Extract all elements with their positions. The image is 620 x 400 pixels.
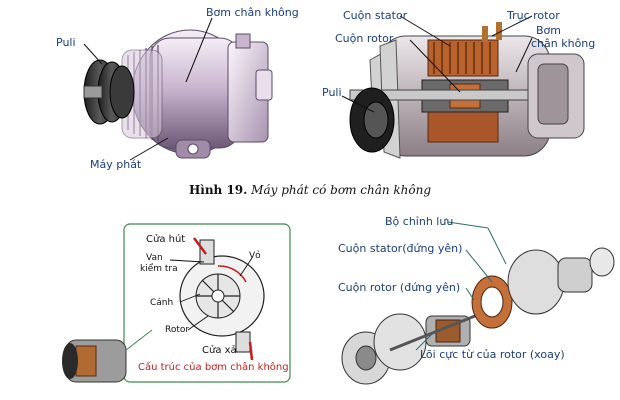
- label-rotor-coil-top-right: Cuộn rotor: [335, 32, 394, 45]
- label-rectifier: Bộ chỉnh lưu: [385, 215, 454, 228]
- label-vane: Cánh: [150, 298, 174, 308]
- vacuum-pump-structure-illustration: [62, 223, 291, 383]
- vacuum-pump-structure-title: Cấu trúc của bơm chân không: [138, 362, 289, 373]
- figure-caption: Hình 19. Máy phát có bơm chân không: [0, 183, 620, 197]
- label-discharge-port: Cửa xả: [202, 345, 237, 356]
- alternator-cutaway-illustration: [341, 15, 585, 159]
- label-rotor: Rotor: [165, 325, 190, 335]
- figure-caption-number: Hình 19.: [188, 183, 248, 197]
- label-suction-port: Cửa hút: [146, 234, 186, 245]
- label-check-valve-line2: kiểm tra: [140, 264, 178, 274]
- label-pulley-top-right: Puli: [322, 86, 342, 99]
- label-pulley-top-left: Puli: [56, 36, 76, 49]
- alternator-exploded-illustration: [341, 221, 615, 385]
- label-stator-top-right: Cuộn stator: [343, 9, 408, 22]
- label-housing: Vỏ: [249, 251, 261, 261]
- label-vacuum-pump-top-right-line2: chân không: [531, 37, 596, 50]
- label-vacuum-pump-top-right-line1: Bơm: [536, 24, 561, 37]
- label-check-valve-line1: Van: [146, 253, 163, 263]
- alternator-external-illustration: [83, 17, 273, 161]
- label-rotor-stationary: Cuộn rotor (đứng yên): [338, 281, 461, 294]
- label-vacuum-pump-top-left: Bơm chân không: [206, 6, 299, 19]
- label-rotor-core-rotating: Lõi cực từ của rotor (xoay): [420, 348, 565, 361]
- label-stator-stationary: Cuộn stator(đứng yên): [338, 242, 463, 255]
- label-generator: Máy phát: [90, 158, 142, 171]
- label-rotor-shaft: Trục rotor: [507, 9, 560, 22]
- figure-caption-text: Máy phát có bơm chân không: [251, 183, 432, 197]
